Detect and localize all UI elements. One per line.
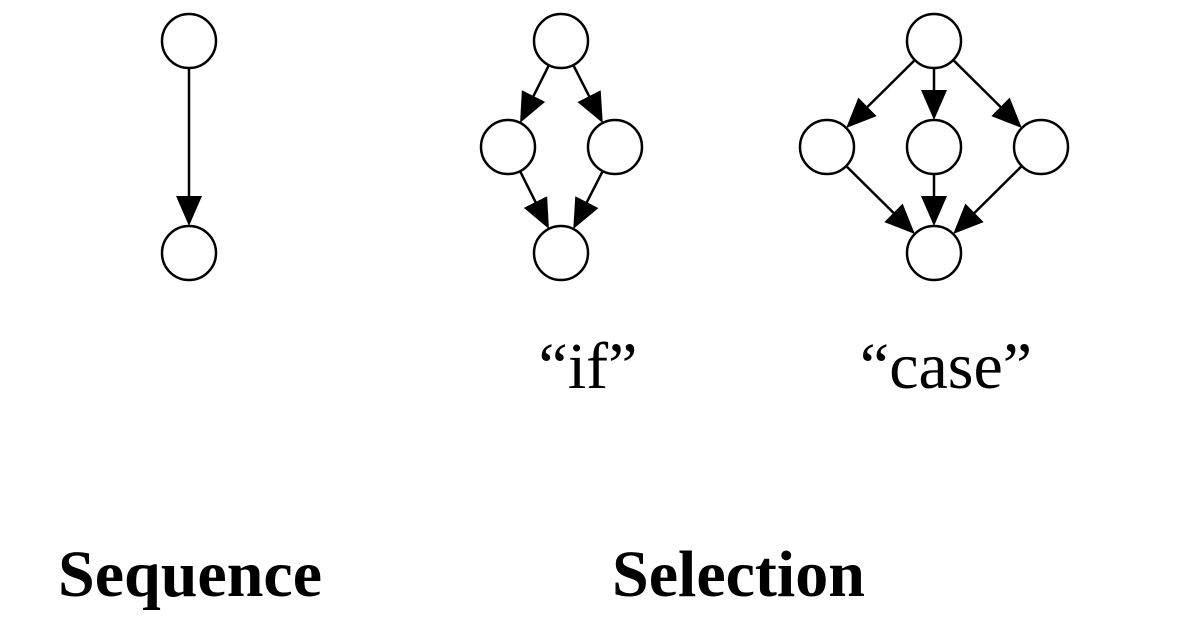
arrowhead-icon <box>846 97 877 128</box>
edge-if-top-to-if-left <box>520 64 551 123</box>
edge-case-middle-to-case-bottom <box>921 174 947 226</box>
node-if-right <box>586 118 644 176</box>
node-seq-bottom <box>160 224 218 282</box>
selection-label: Selection <box>612 538 865 611</box>
arrowhead-icon <box>577 90 603 123</box>
node-case-left <box>798 118 856 176</box>
edge-case-top-to-case-right <box>952 59 1022 128</box>
case-label: “case” <box>860 330 1032 403</box>
arrowhead-icon <box>523 196 549 229</box>
node-if-top <box>532 12 590 70</box>
node-seq-top <box>160 12 218 70</box>
edge-case-left-to-case-bottom <box>845 165 915 234</box>
arrowhead-icon <box>991 97 1022 128</box>
edge-line <box>584 170 604 205</box>
nodes-layer <box>160 12 1070 282</box>
edge-if-left-to-if-bottom <box>518 170 549 229</box>
arrowhead-icon <box>921 196 947 226</box>
labels-layer: “if” “case” Sequence Selection <box>58 330 1032 611</box>
node-case-top <box>905 12 963 70</box>
node-case-right <box>1012 118 1070 176</box>
node-case-bottom <box>905 224 963 282</box>
edge-seq-top-to-seq-bottom <box>176 68 202 226</box>
arrowhead-icon <box>520 90 546 123</box>
node-if-bottom <box>532 224 590 282</box>
edge-if-top-to-if-right <box>572 64 603 123</box>
edge-line <box>531 64 551 99</box>
edge-case-top-to-case-middle <box>921 68 947 120</box>
edge-if-right-to-if-bottom <box>573 170 604 229</box>
edge-case-right-to-case-bottom <box>953 165 1023 234</box>
edges-layer <box>176 59 1023 234</box>
node-if-left <box>479 118 537 176</box>
node-case-middle <box>905 118 963 176</box>
edge-line <box>952 59 1003 110</box>
sequence-label: Sequence <box>58 538 322 611</box>
arrowhead-icon <box>884 203 915 234</box>
arrowhead-icon <box>921 90 947 120</box>
arrowhead-icon <box>176 196 202 226</box>
edge-line <box>845 165 896 216</box>
edge-case-top-to-case-left <box>846 59 916 128</box>
if-label: “if” <box>539 330 638 403</box>
arrowhead-icon <box>573 196 599 229</box>
edge-line <box>518 170 538 205</box>
edge-line <box>972 165 1023 216</box>
edge-line <box>865 59 916 110</box>
edge-line <box>572 64 592 99</box>
arrowhead-icon <box>953 203 984 234</box>
